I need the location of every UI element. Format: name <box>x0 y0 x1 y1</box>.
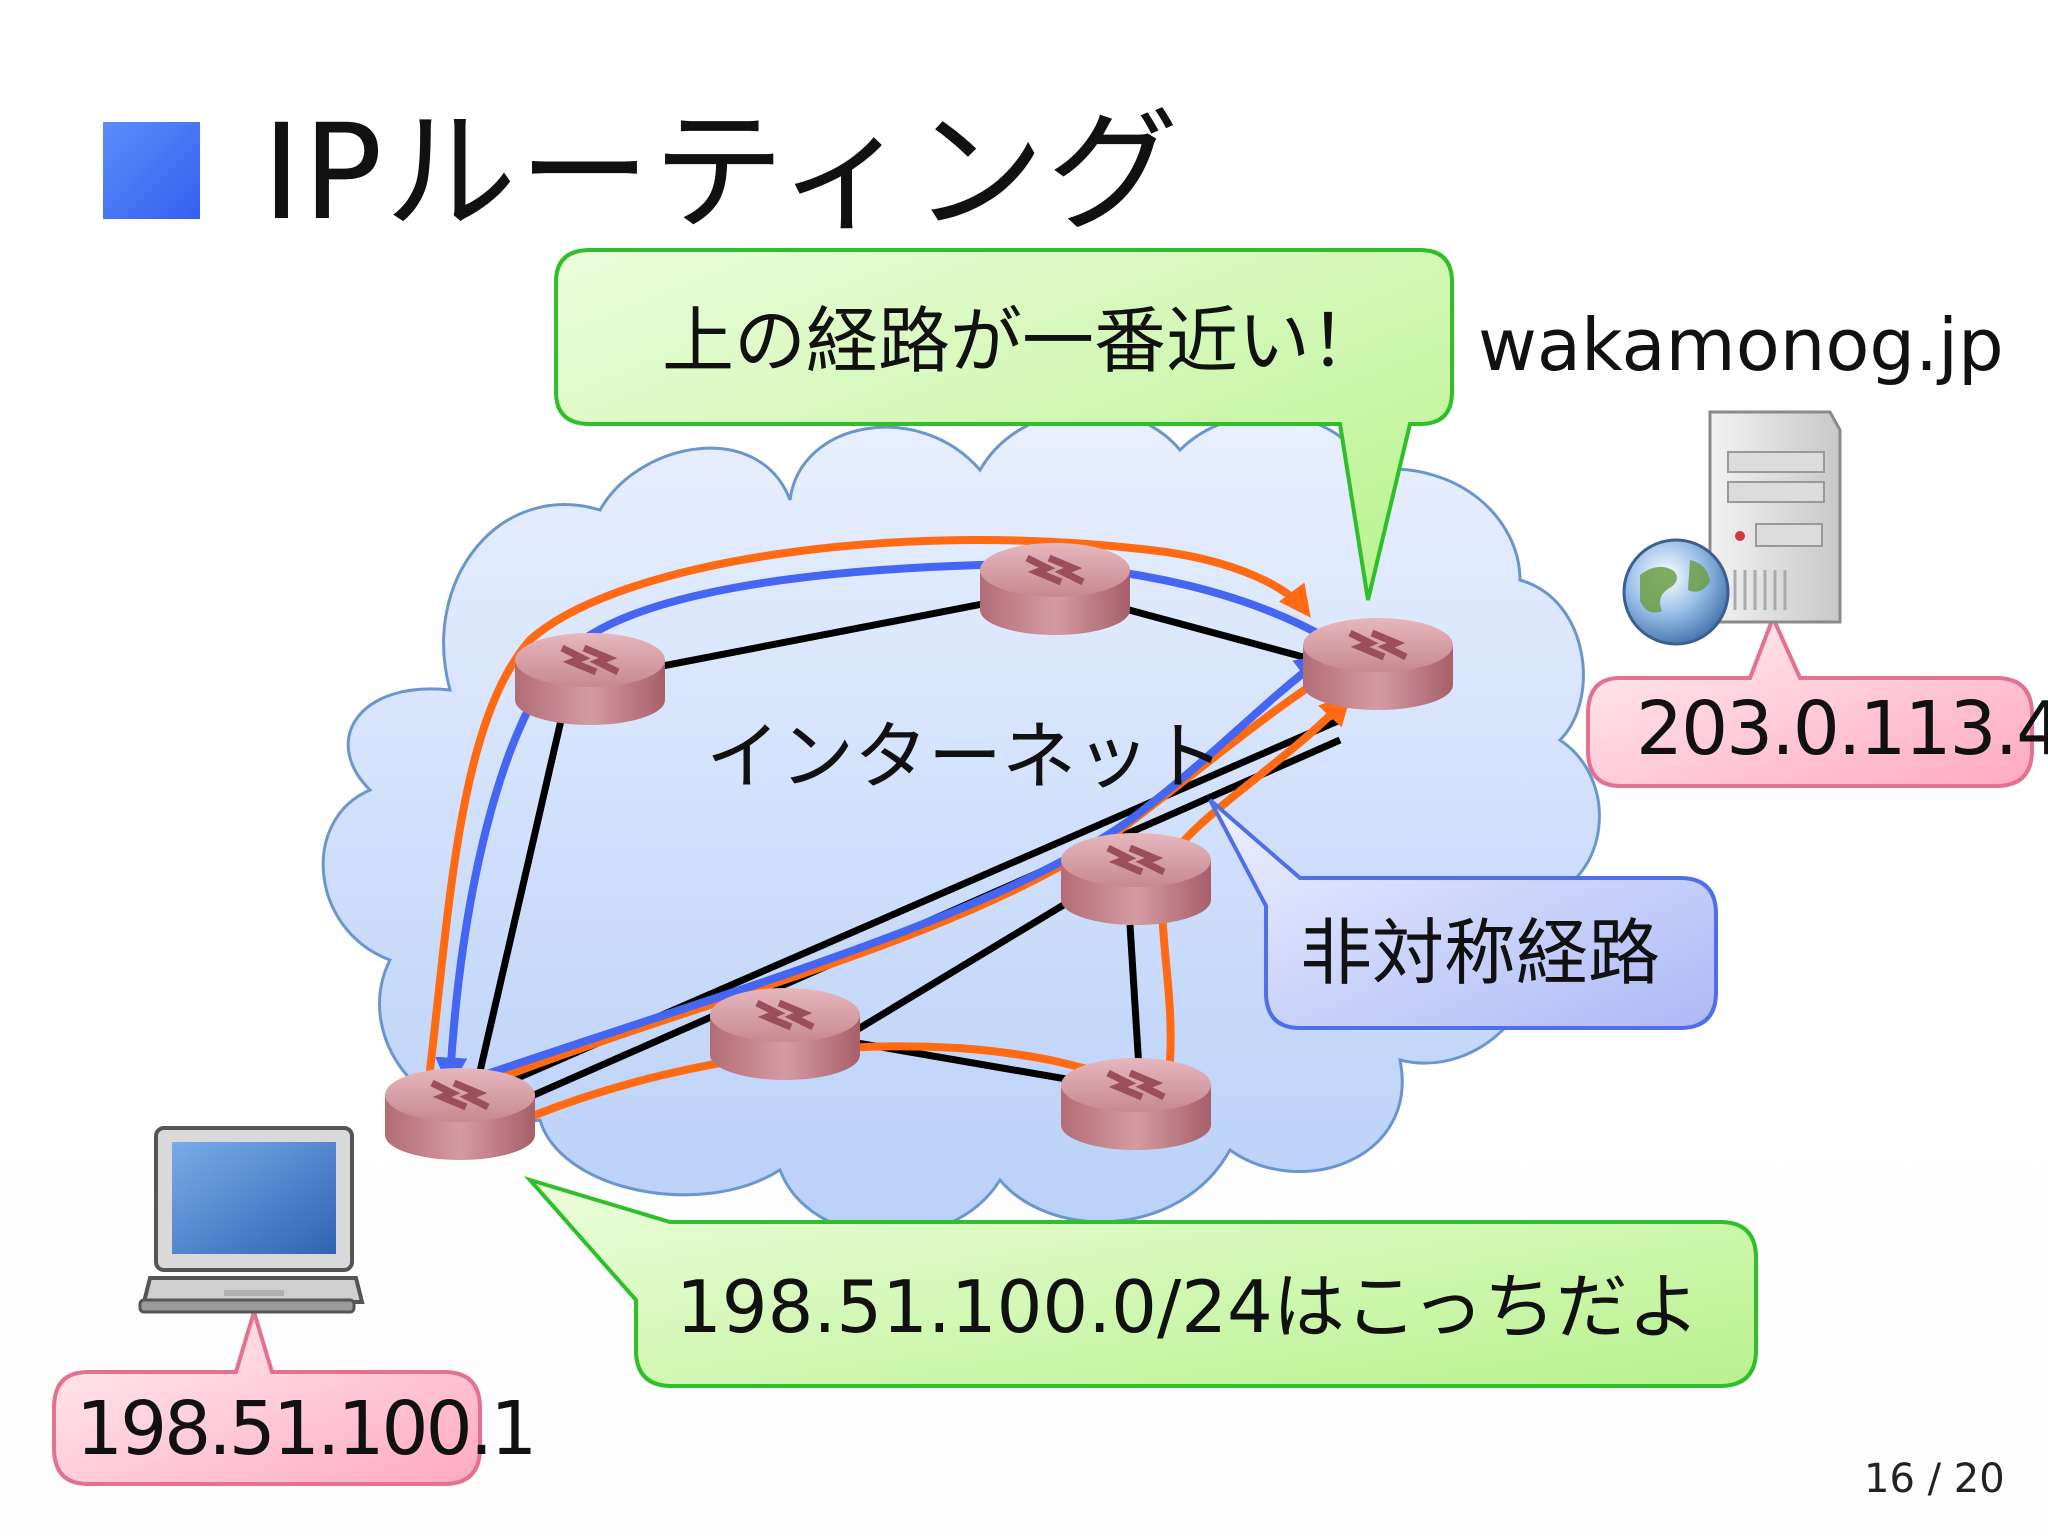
router-icon <box>385 1068 535 1160</box>
callout-bottom-bubble <box>523 1176 1758 1388</box>
callout-bottom-text: 198.51.100.0/24はこっちだよ <box>676 1265 1700 1349</box>
slide-title: IPルーティング <box>262 96 1181 250</box>
globe-icon <box>1622 538 1730 646</box>
client-ip: 198.51.100.1 <box>76 1386 537 1472</box>
server-hostname: wakamonog.jp <box>1478 303 2004 387</box>
page-number: 16 / 20 <box>1864 1456 2005 1502</box>
asymmetric-route-label: 非対称経路 <box>1300 911 1661 995</box>
router-icon <box>980 543 1130 635</box>
callout-top-text: 上の経路が一番近い！ <box>662 299 1383 383</box>
server-ip: 203.0.113.4 <box>1636 686 2048 772</box>
router-icon <box>710 988 860 1080</box>
server-ip-bubble <box>1586 612 2034 788</box>
internet-label: インターネット <box>706 714 1224 800</box>
client-ip-bubble <box>52 1305 482 1486</box>
laptop-icon <box>138 1126 365 1314</box>
callout-top-bubble <box>554 248 1454 601</box>
router-icon <box>1061 1058 1211 1150</box>
router-icon <box>1061 833 1211 925</box>
server-icon <box>1708 410 1842 624</box>
return-path <box>435 560 1334 1090</box>
forward-path-upper <box>426 536 1311 1074</box>
router-icon <box>1303 618 1453 710</box>
title-bullet-square <box>103 122 200 219</box>
callout-asymmetric-bubble <box>1208 798 1718 1030</box>
router-icon <box>515 633 665 725</box>
